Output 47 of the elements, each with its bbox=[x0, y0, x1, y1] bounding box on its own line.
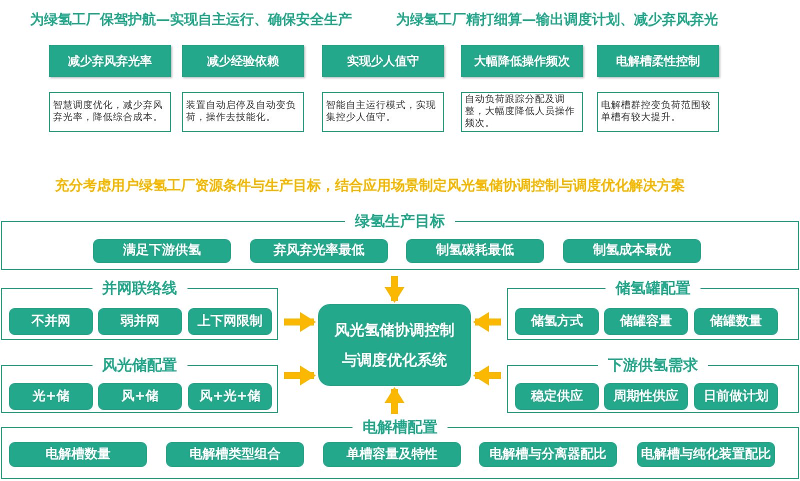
tag-pill: 周期性供应 bbox=[604, 383, 688, 410]
subtitle: 充分考虑用户绿氢工厂资源条件与生产目标，结合应用场景制定风光氢储协调控制与调度优化解决方案 bbox=[55, 176, 685, 196]
tag-pill: 储罐数量 bbox=[694, 308, 778, 335]
tag-pill: 满足下游供氢 bbox=[93, 239, 231, 263]
tag-pill: 制氢碳耗最低 bbox=[406, 239, 544, 263]
block-arrow bbox=[473, 312, 501, 332]
group-title: 并网联络线 bbox=[92, 278, 187, 298]
tag-pill: 风+光+储 bbox=[188, 383, 272, 410]
heading-box: 减少弃风弃光率 bbox=[49, 45, 171, 77]
tag-pill: 不并网 bbox=[9, 308, 93, 335]
group-title: 下游供氢需求 bbox=[598, 355, 708, 375]
tag-pill: 上下网限制 bbox=[188, 308, 272, 335]
heading-box: 电解槽柔性控制 bbox=[597, 45, 719, 77]
group-title: 储氢罐配置 bbox=[606, 278, 700, 298]
heading-box: 大幅降低操作频次 bbox=[461, 45, 583, 77]
tag-pill: 风+储 bbox=[98, 383, 182, 410]
group-title: 电解槽配置 bbox=[352, 417, 448, 437]
description-box: 智能自主运行模式，实现集控少人值守。 bbox=[322, 92, 444, 132]
tag-pill: 储氢方式 bbox=[515, 308, 599, 335]
block-arrow bbox=[473, 366, 501, 386]
description-box: 装置自动启停及自动变负荷，操作去技能化。 bbox=[182, 92, 304, 132]
tag-pill: 单槽容量及特性 bbox=[323, 442, 461, 467]
heading-box: 实现少人值守 bbox=[322, 45, 444, 77]
slogan: 为绿氢工厂精打细算—输出调度计划、减少弃风弃光 bbox=[396, 10, 718, 30]
description-box: 智慧调度优化，减少弃风弃光率，降低综合成本。 bbox=[49, 92, 171, 132]
tag-pill: 电解槽与分离器配比 bbox=[479, 442, 617, 467]
tag-pill: 弃风弃光率最低 bbox=[250, 239, 388, 263]
block-arrow bbox=[284, 366, 316, 386]
tag-pill: 储罐容量 bbox=[604, 308, 688, 335]
tag-pill: 日前做计划 bbox=[694, 383, 778, 410]
tag-pill: 电解槽类型组合 bbox=[166, 442, 304, 467]
description-box: 自动负荷跟踪分配及调整，大幅度降低人员操作频次。 bbox=[461, 92, 583, 132]
tag-pill: 电解槽数量 bbox=[9, 442, 147, 467]
block-arrow bbox=[384, 276, 404, 303]
tag-pill: 光+储 bbox=[9, 383, 93, 410]
group-title: 绿氢生产目标 bbox=[345, 211, 455, 231]
tag-pill: 弱并网 bbox=[98, 308, 182, 335]
description-box: 电解槽群控变负荷范围较单槽有较大提升。 bbox=[597, 92, 719, 132]
tag-pill: 电解槽与纯化装置配比 bbox=[637, 442, 775, 467]
system-box: 风光氢储协调控制与调度优化系统 bbox=[318, 304, 471, 386]
slogan: 为绿氢工厂保驾护航—实现自主运行、确保安全生产 bbox=[30, 10, 352, 30]
heading-box: 减少经验依赖 bbox=[182, 45, 304, 77]
block-arrow bbox=[384, 387, 404, 414]
tag-pill: 制氢成本最优 bbox=[563, 239, 701, 263]
group-title: 风光储配置 bbox=[92, 355, 187, 375]
tag-pill: 稳定供应 bbox=[515, 383, 599, 410]
block-arrow bbox=[284, 312, 316, 332]
